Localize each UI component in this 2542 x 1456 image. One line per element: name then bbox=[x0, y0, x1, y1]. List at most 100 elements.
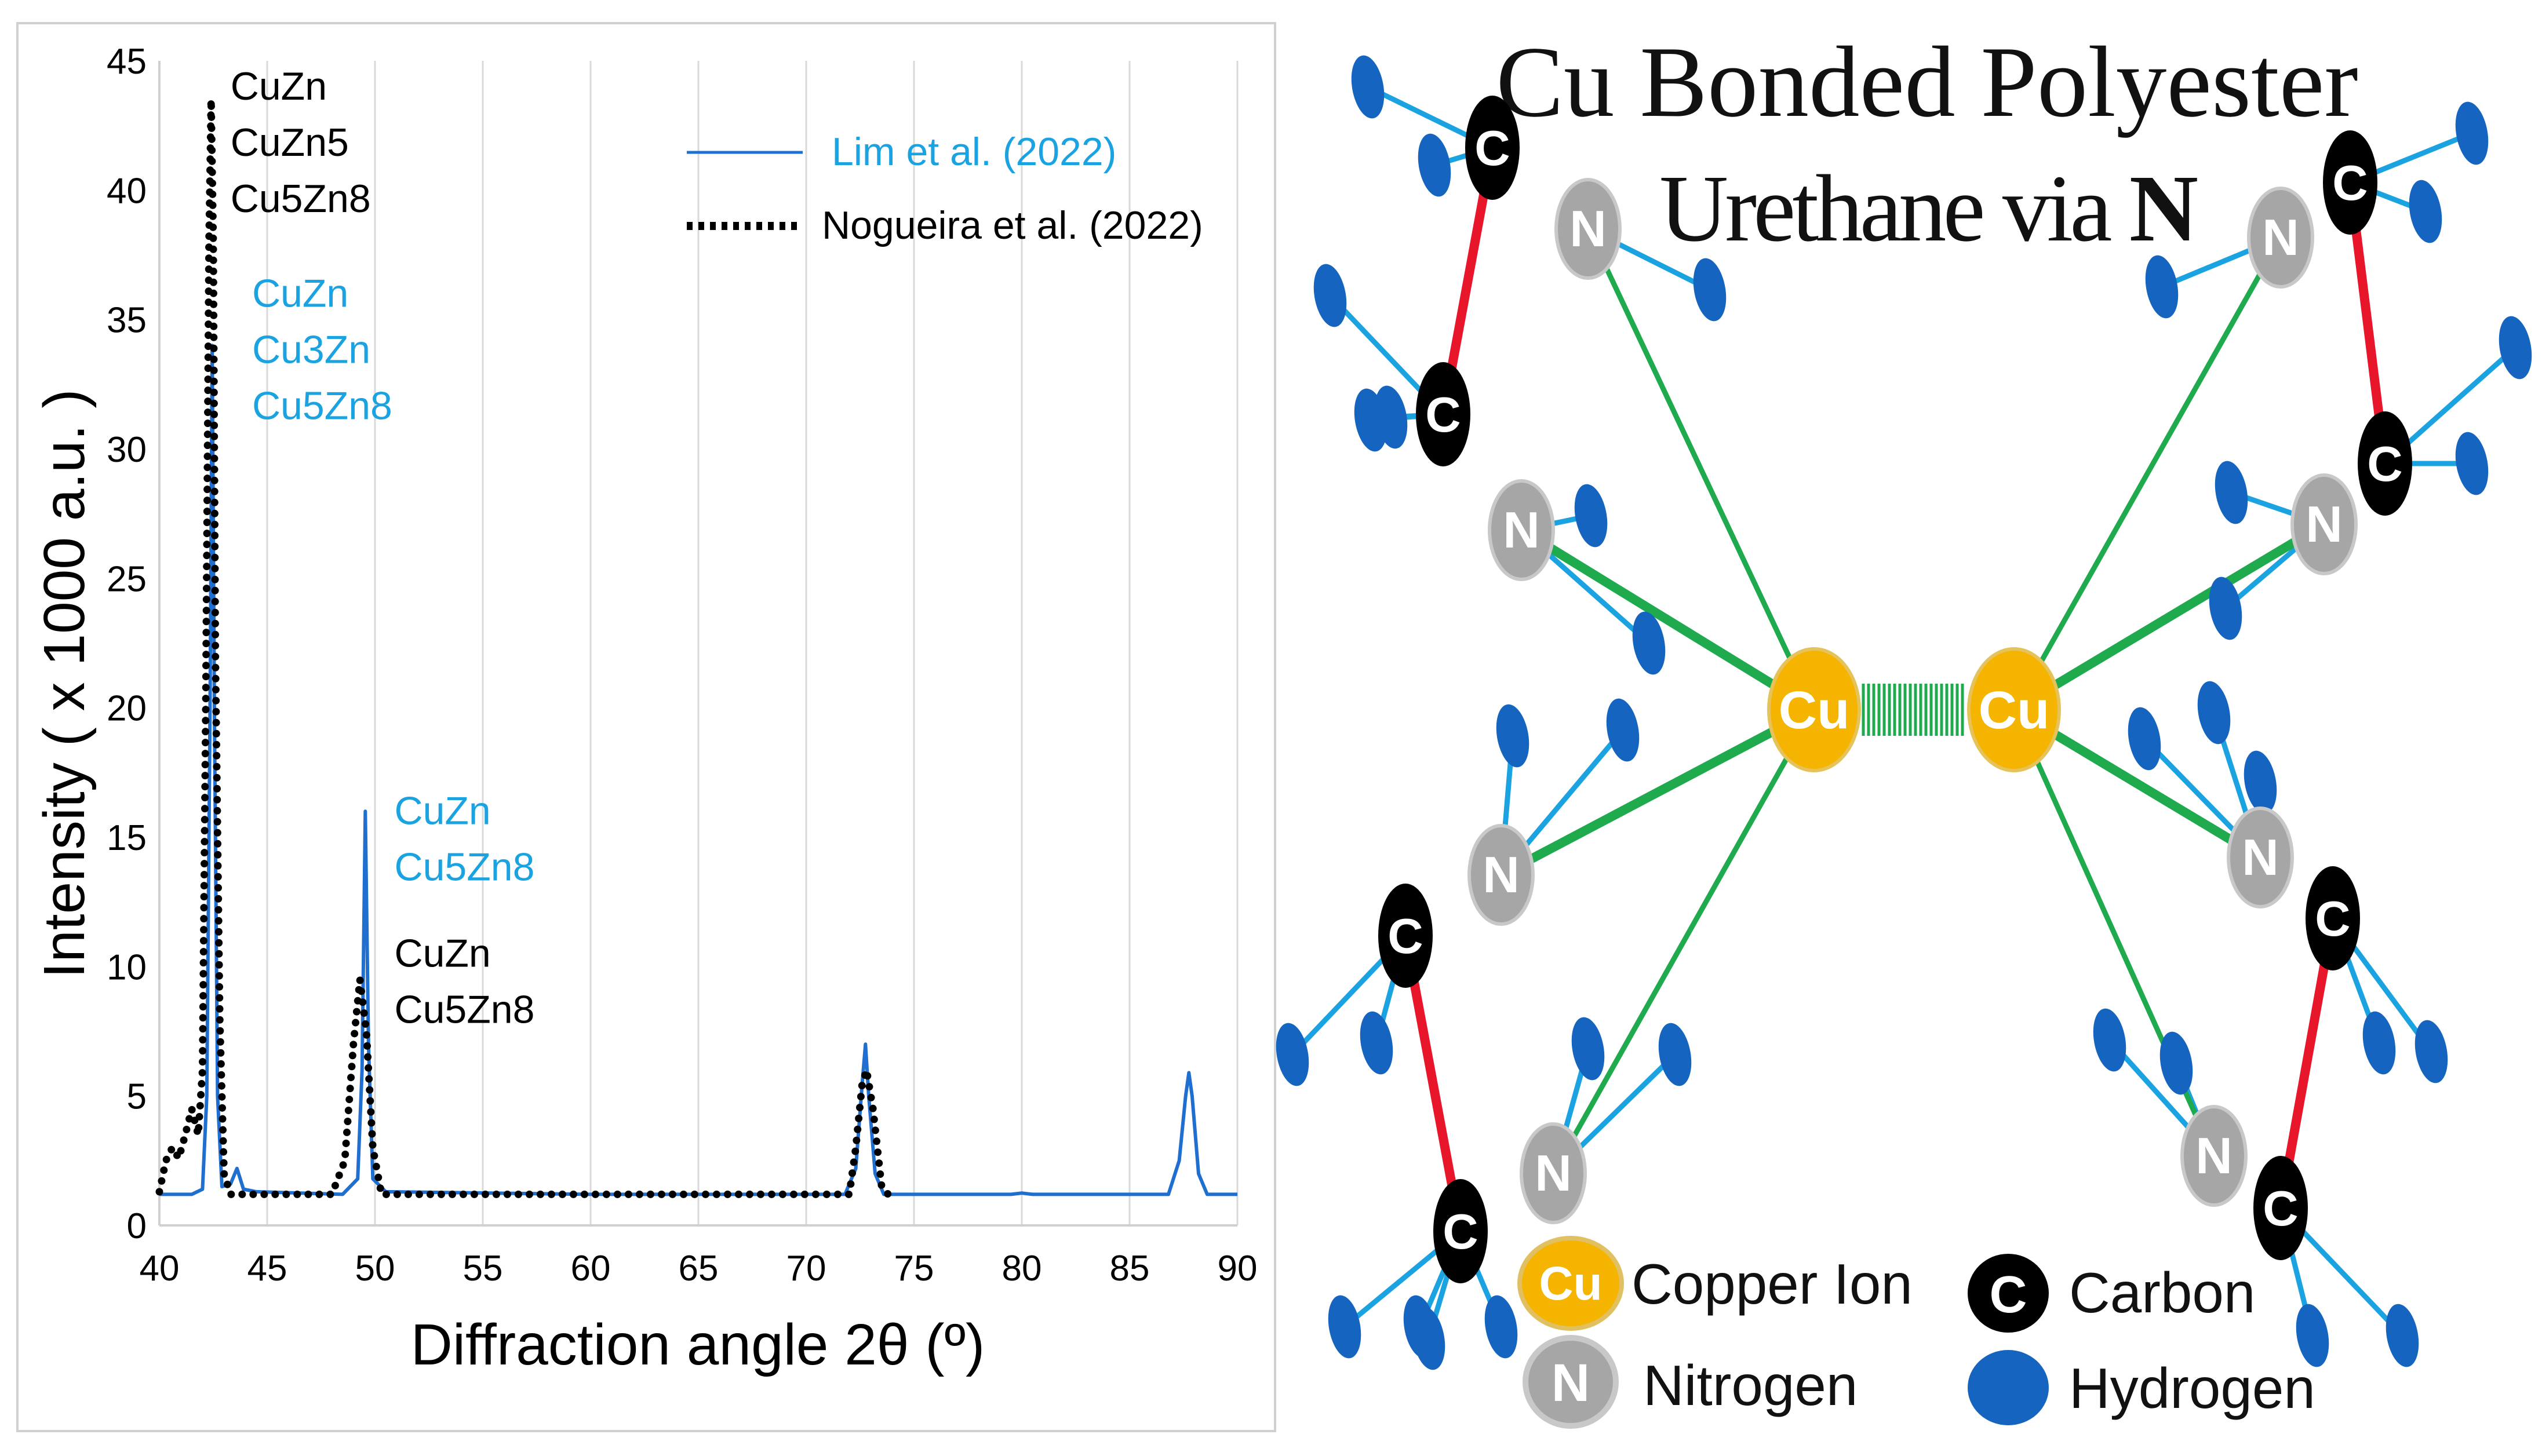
cu-n-bond bbox=[1585, 228, 1817, 711]
cu-n-bond bbox=[2011, 520, 2327, 714]
hydrogen-atom bbox=[2215, 461, 2248, 524]
diagram-title-line1: Cu Bonded Polyester bbox=[1496, 25, 2358, 138]
diagram-title-prefix: Urethane via bbox=[1659, 155, 2129, 261]
hydrogen-atom bbox=[2197, 681, 2231, 745]
y-tick-label: 0 bbox=[127, 1206, 147, 1246]
nitrogen-atom bbox=[1488, 479, 1555, 581]
peak-annotation-line: CuZn bbox=[252, 271, 348, 315]
hydrogen-atom bbox=[2093, 1008, 2126, 1072]
hydrogen-atom bbox=[1328, 1295, 1361, 1359]
peak-annotation-line: Cu5Zn8 bbox=[394, 845, 534, 889]
x-tick-label: 90 bbox=[1218, 1249, 1258, 1289]
legend-hydrogen-icon bbox=[1968, 1350, 2049, 1425]
nitrogen-atom bbox=[1520, 1122, 1587, 1224]
hydrogen-atom bbox=[1632, 611, 1666, 675]
x-tick-label: 75 bbox=[894, 1249, 934, 1289]
nitrogen-atom bbox=[2180, 1105, 2248, 1207]
legend-nitrogen-icon bbox=[1523, 1335, 1619, 1429]
peak-annotation-line: Cu5Zn8 bbox=[231, 177, 371, 221]
hydrogen-atom bbox=[1360, 1011, 1393, 1075]
peak-annotation-line: CuZn bbox=[394, 789, 490, 833]
chart-series bbox=[155, 96, 1237, 1198]
legend-carbon-icon bbox=[1968, 1254, 2049, 1333]
hydrogen-atom bbox=[1574, 484, 1608, 548]
nitrogen-atom bbox=[1554, 178, 1622, 280]
carbon-atom bbox=[1465, 96, 1520, 200]
legend-nitrogen-label: Nitrogen bbox=[1643, 1353, 1858, 1417]
y-tick-label: 20 bbox=[107, 689, 147, 729]
hydrogen-atom bbox=[2296, 1304, 2329, 1367]
legend-hydrogen-label: Hydrogen bbox=[2069, 1356, 2315, 1420]
hydrogen-atom bbox=[1658, 1023, 1692, 1086]
y-tick-label: 25 bbox=[107, 559, 147, 599]
chart-annotations: CuZnCuZn5Cu5Zn8CuZnCu3ZnCu5Zn8CuZnCu5Zn8… bbox=[231, 64, 535, 1031]
legend-label-lim: Lim et al. (2022) bbox=[832, 130, 1116, 174]
c-c-bond bbox=[1401, 935, 1465, 1232]
copper-atom-label: Cu bbox=[1979, 681, 2050, 740]
legend-carbon-label: Carbon bbox=[2069, 1261, 2255, 1324]
carbon-atom bbox=[2358, 411, 2412, 516]
peak-annotation-line: CuZn bbox=[231, 64, 327, 108]
hydrogen-atom bbox=[1276, 1023, 1309, 1086]
nitrogen-atom bbox=[2290, 473, 2358, 575]
carbon-atom bbox=[1378, 884, 1433, 988]
nitrogen-atom-label: N bbox=[1535, 1144, 1572, 1202]
legend-nitrogen-symbol: N bbox=[1552, 1353, 1590, 1413]
x-tick-label: 45 bbox=[247, 1249, 287, 1289]
diagram-title-line2: Urethane via N bbox=[1659, 155, 2197, 261]
y-axis-label: Intensity ( x 1000 a.u. ) bbox=[32, 389, 97, 978]
diagram-legend: Cu Copper Ion C Carbon N Nitrogen Hydrog… bbox=[1517, 1236, 2315, 1429]
y-tick-label: 5 bbox=[127, 1077, 147, 1117]
hydrogen-atom bbox=[2244, 750, 2277, 814]
hydrogen-atom bbox=[1418, 133, 1451, 197]
legend-copper-symbol: Cu bbox=[1539, 1257, 1602, 1310]
carbon-atom-label: C bbox=[1425, 388, 1461, 443]
hydrogen-atom bbox=[2128, 707, 2161, 771]
carbon-atom bbox=[2323, 130, 2377, 235]
hydrogen-atom bbox=[1484, 1295, 1518, 1359]
x-tick-label: 85 bbox=[1110, 1249, 1150, 1289]
x-tick-label: 80 bbox=[1002, 1249, 1042, 1289]
peak-annotation-line: CuZn5 bbox=[231, 121, 349, 165]
hydrogen-atom bbox=[2386, 1304, 2419, 1367]
cu-n-bond bbox=[1551, 708, 1816, 1175]
hydrogen-atom bbox=[1606, 698, 1640, 762]
y-tick-label: 40 bbox=[107, 171, 147, 211]
hydrogen-atom bbox=[2209, 576, 2242, 640]
x-axis-label: Diffraction angle 2θ (º) bbox=[411, 1312, 985, 1377]
nitrogen-atom-label: N bbox=[2195, 1127, 2233, 1184]
peak-annotation-line: Cu3Zn bbox=[252, 327, 370, 371]
y-tick-label: 30 bbox=[107, 430, 147, 470]
hydrogen-atom bbox=[1412, 1307, 1445, 1370]
peak-annotation-line: CuZn bbox=[394, 931, 490, 975]
hydrogen-atom bbox=[1351, 55, 1385, 119]
chart-border bbox=[16, 22, 1276, 1432]
chart-grid bbox=[266, 61, 1239, 1225]
copper-atom-label: Cu bbox=[1779, 681, 1850, 740]
legend-label-nogueira: Nogueira et al. (2022) bbox=[822, 203, 1203, 247]
hydrogen-atom bbox=[2455, 432, 2489, 495]
legend-copper-label: Copper Ion bbox=[1631, 1252, 1913, 1316]
diagram-title-bold: N bbox=[2129, 155, 2197, 261]
carbon-atom-label: C bbox=[2367, 437, 2402, 492]
legend-carbon-symbol: C bbox=[1990, 1266, 2027, 1324]
carbon-atom-label: C bbox=[1387, 909, 1423, 964]
y-tick-label: 45 bbox=[107, 42, 147, 82]
hydrogen-atom bbox=[2145, 255, 2179, 319]
cu-n-bond bbox=[1518, 526, 1817, 714]
carbon-atom-label: C bbox=[2263, 1181, 2298, 1236]
hydrogen-atom bbox=[2414, 1020, 2448, 1083]
hydrogen-atom bbox=[2409, 180, 2442, 243]
nitrogen-atom-label: N bbox=[2262, 209, 2299, 266]
diagram-bonds bbox=[1290, 84, 2517, 1340]
nitrogen-atom bbox=[1467, 824, 1535, 926]
carbon-atom-label: C bbox=[1474, 121, 1510, 176]
nitrogen-atom-label: N bbox=[1483, 846, 1520, 903]
carbon-atom bbox=[2306, 866, 2360, 970]
